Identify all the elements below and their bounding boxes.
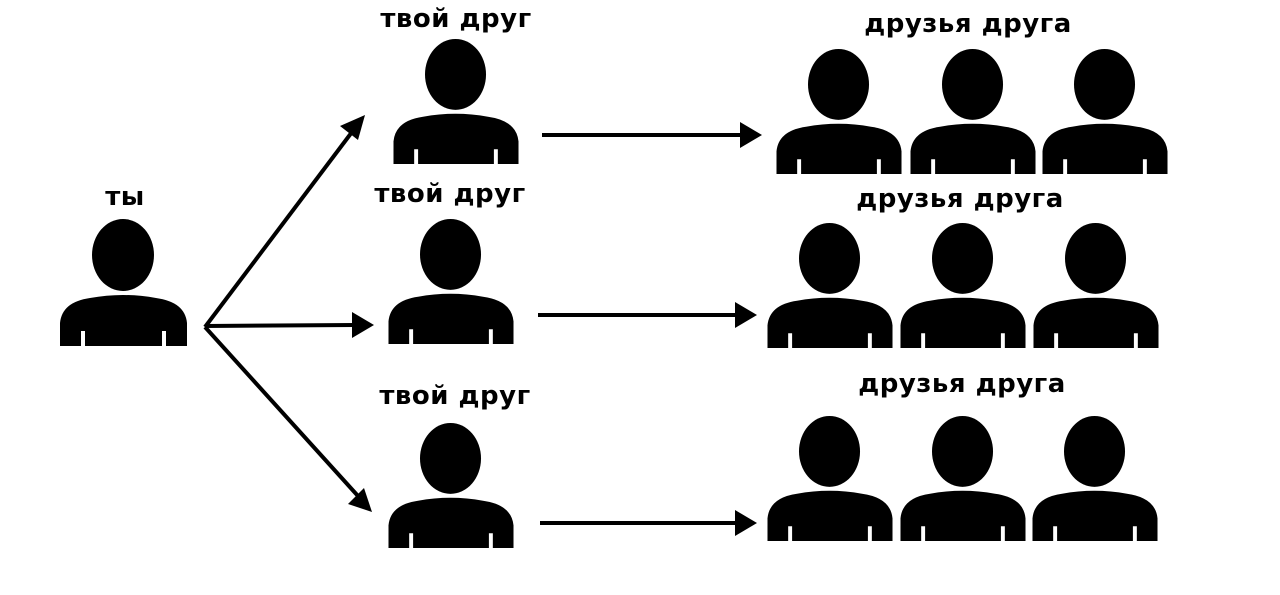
label-friends-of-friend-1: друзья друга xyxy=(864,9,1072,39)
person-group-2-icon xyxy=(1033,222,1159,348)
person-group-1-icon xyxy=(776,48,902,174)
person-you-icon xyxy=(60,219,187,346)
arrow-you-to-friend-1 xyxy=(203,115,365,329)
label-friend-2: твой друг xyxy=(374,179,526,209)
person-group-3-icon xyxy=(1032,415,1158,541)
person-friend-1-icon xyxy=(393,38,519,164)
person-group-3-icon xyxy=(900,415,1026,541)
label-friends-of-friend-3: друзья друга xyxy=(858,369,1066,399)
arrows xyxy=(203,115,762,536)
label-you: ты xyxy=(105,182,145,212)
arrow-you-to-friend-3 xyxy=(203,325,372,512)
person-friend-3-icon xyxy=(388,422,514,548)
person-friend-2-icon xyxy=(388,218,514,344)
arrow-you-to-friend-2 xyxy=(204,312,374,338)
arrow-friend-2-to-group xyxy=(538,302,757,328)
label-friend-3: твой друг xyxy=(379,381,531,411)
person-group-2-icon xyxy=(767,222,893,348)
person-group-3-icon xyxy=(767,415,893,541)
person-group-1-icon xyxy=(910,48,1036,174)
arrow-friend-1-to-group xyxy=(542,122,762,148)
label-friends-of-friend-2: друзья друга xyxy=(856,184,1064,214)
person-group-2-icon xyxy=(900,222,1026,348)
person-group-1-icon xyxy=(1042,48,1168,174)
arrow-friend-3-to-group xyxy=(540,510,757,536)
label-friend-1: твой друг xyxy=(380,4,532,34)
